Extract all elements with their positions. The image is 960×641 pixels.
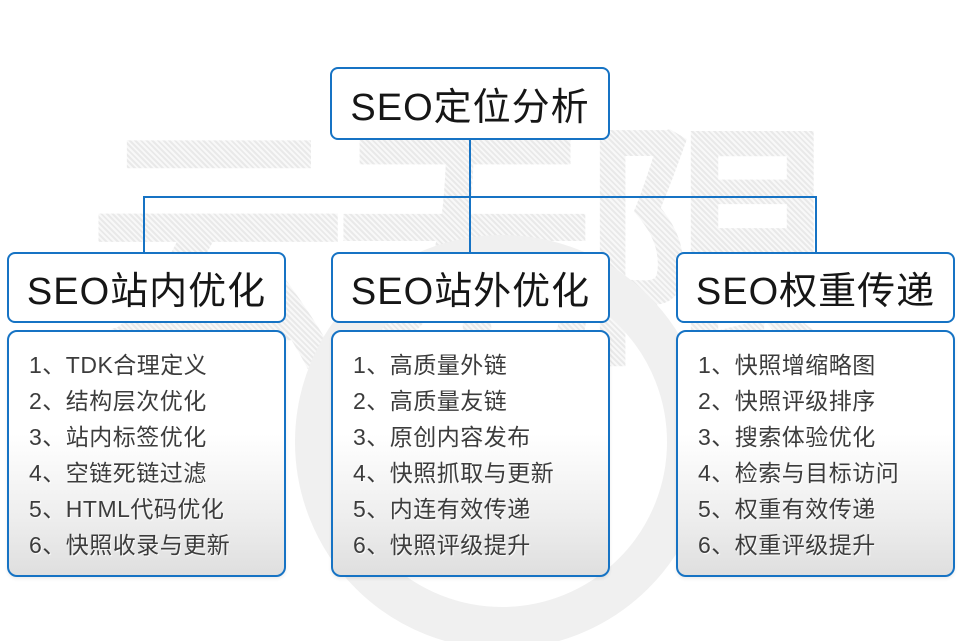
column-header-title: SEO权重传递 <box>695 271 936 313</box>
list-item: 2、快照评级排序 <box>698 388 876 414</box>
column-body-offsite: 1、高质量外链 2、高质量友链 3、原创内容发布 4、快照抓取与更新 5、内连有效传递 6… <box>331 330 610 577</box>
list-item: 3、站内标签优化 <box>29 424 207 450</box>
connector-drop-center <box>469 196 471 252</box>
list-item: 2、高质量友链 <box>353 388 508 414</box>
list-item: 3、原创内容发布 <box>353 424 531 450</box>
item-list: 1、高质量外链 2、高质量友链 3、原创内容发布 4、快照抓取与更新 5、内连有效传递 6… <box>353 347 598 563</box>
list-item: 5、内连有效传递 <box>353 496 531 522</box>
root-node: SEO定位分析 <box>330 67 610 140</box>
column-body-weight: 1、快照增缩略图 2、快照评级排序 3、搜索体验优化 4、检索与目标访问 5、权重有效传… <box>676 330 955 577</box>
item-list: 1、TDK合理定义 2、结构层次优化 3、站内标签优化 4、空链死链过滤 5、HTML代… <box>29 347 274 563</box>
item-list: 1、快照增缩略图 2、快照评级排序 3、搜索体验优化 4、检索与目标访问 5、权重有效传… <box>698 347 943 563</box>
list-item: 4、快照抓取与更新 <box>353 460 555 486</box>
list-item: 6、权重评级提升 <box>698 532 876 558</box>
connector-drop-right <box>815 196 817 252</box>
list-item: 1、高质量外链 <box>353 352 508 378</box>
column-body-onsite: 1、TDK合理定义 2、结构层次优化 3、站内标签优化 4、空链死链过滤 5、HTML代… <box>7 330 286 577</box>
column-header-offsite: SEO站外优化 <box>331 252 610 323</box>
list-item: 5、HTML代码优化 <box>29 496 225 522</box>
connector-drop-left <box>143 196 145 252</box>
list-item: 6、快照收录与更新 <box>29 532 231 558</box>
list-item: 6、快照评级提升 <box>353 532 531 558</box>
connector-root-stem <box>469 140 471 197</box>
list-item: 4、空链死链过滤 <box>29 460 207 486</box>
list-item: 4、检索与目标访问 <box>698 460 900 486</box>
list-item: 5、权重有效传递 <box>698 496 876 522</box>
list-item: 1、TDK合理定义 <box>29 352 208 378</box>
column-header-onsite: SEO站内优化 <box>7 252 286 323</box>
root-node-title: SEO定位分析 <box>350 87 590 129</box>
column-header-title: SEO站外优化 <box>350 271 591 313</box>
list-item: 2、结构层次优化 <box>29 388 207 414</box>
connector-horizontal <box>143 196 817 198</box>
list-item: 1、快照增缩略图 <box>698 352 876 378</box>
column-header-title: SEO站内优化 <box>26 271 267 313</box>
list-item: 3、搜索体验优化 <box>698 424 876 450</box>
column-header-weight: SEO权重传递 <box>676 252 955 323</box>
